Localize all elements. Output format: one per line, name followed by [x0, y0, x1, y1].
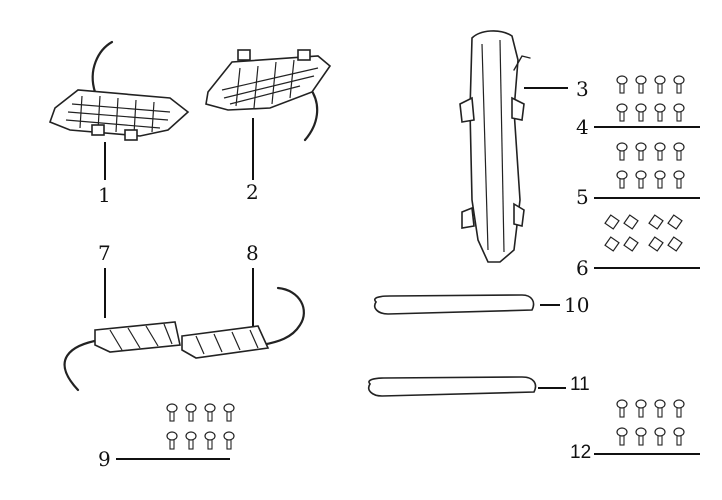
nut-icon: [604, 214, 620, 230]
screw-icon: [654, 427, 666, 446]
nut-icon: [667, 236, 683, 252]
screw-icon: [616, 75, 628, 94]
screw-icon: [654, 75, 666, 94]
screw-icon: [616, 427, 628, 446]
screw-icon: [635, 142, 647, 161]
screw-icon: [654, 142, 666, 161]
screw-icon: [185, 403, 197, 422]
screw-icon: [223, 403, 235, 422]
nut-icon: [648, 214, 664, 230]
screw-icon: [223, 431, 235, 450]
label-7: 7: [98, 241, 111, 265]
screw-icon: [204, 403, 216, 422]
screw-icon: [673, 170, 685, 189]
screw-icon: [166, 431, 178, 450]
screw-icon: [185, 431, 197, 450]
screw-icon: [616, 399, 628, 418]
part-8-lamp: [181, 268, 305, 359]
screw-icon: [635, 399, 647, 418]
screw-icon: [635, 75, 647, 94]
label-8: 8: [246, 241, 259, 265]
screw-icon: [616, 103, 628, 122]
label-4: 4: [576, 115, 589, 139]
nut-icon: [648, 236, 664, 252]
label-10: 10: [564, 293, 589, 317]
screw-icon: [166, 403, 178, 422]
screw-icon: [673, 103, 685, 122]
hardware-groups: [166, 75, 685, 450]
screw-icon: [204, 431, 216, 450]
part-1-grille: [48, 40, 190, 180]
label-6: 6: [576, 256, 589, 280]
nut-icon: [623, 214, 639, 230]
part-11-strip: [367, 376, 566, 397]
screw-icon: [654, 399, 666, 418]
screw-icon: [635, 103, 647, 122]
nut-icon: [667, 214, 683, 230]
label-3: 3: [576, 77, 589, 101]
part-3-front-cover: [459, 30, 568, 263]
label-2: 2: [246, 180, 259, 204]
label-5: 5: [576, 185, 589, 209]
screw-icon: [673, 427, 685, 446]
screw-icon: [635, 427, 647, 446]
screw-icon: [673, 142, 685, 161]
screw-icon: [616, 170, 628, 189]
part-10-strip: [373, 294, 560, 315]
screw-icon: [673, 75, 685, 94]
nut-icon: [623, 236, 639, 252]
label-12: 12: [570, 442, 591, 463]
screw-icon: [654, 103, 666, 122]
label-9: 9: [98, 447, 111, 471]
screw-icon: [673, 399, 685, 418]
screw-icon: [635, 170, 647, 189]
label-1: 1: [98, 183, 111, 207]
screw-icon: [654, 170, 666, 189]
part-7-lamp: [63, 268, 181, 392]
part-2-grille: [205, 49, 332, 180]
nut-icon: [604, 236, 620, 252]
screw-icon: [616, 142, 628, 161]
label-11: 11: [570, 374, 590, 395]
